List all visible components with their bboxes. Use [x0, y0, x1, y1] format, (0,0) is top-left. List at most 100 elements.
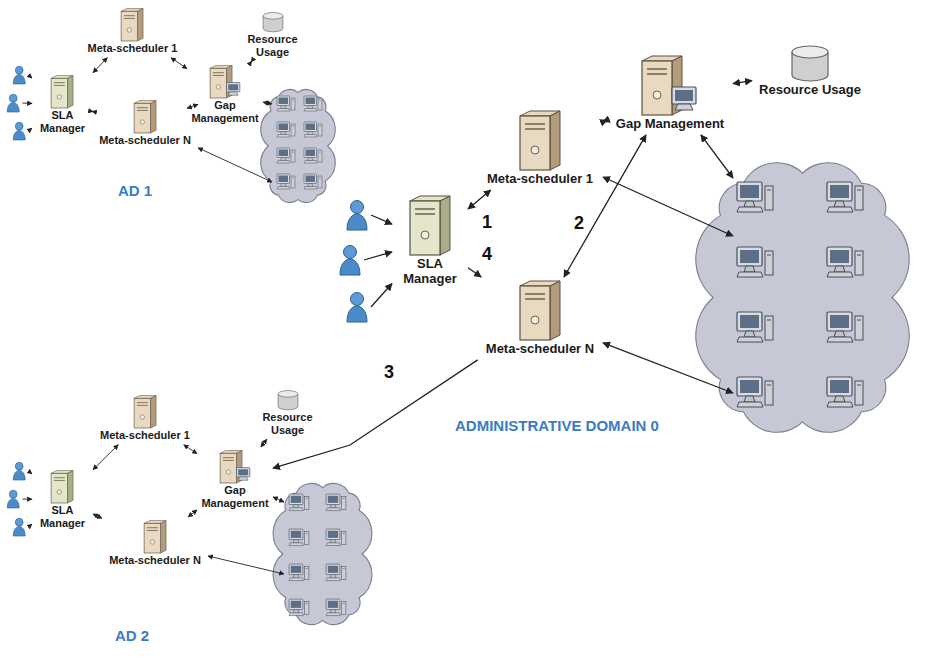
user-link: [28, 128, 32, 131]
database-node: Resource Usage: [755, 45, 865, 98]
server-icon: [209, 65, 242, 99]
user-head: [344, 246, 357, 259]
server-label: Meta-scheduler 1: [487, 172, 593, 187]
connector-arrow: [93, 58, 107, 73]
user-icon: [13, 518, 25, 536]
user-icon: [347, 293, 367, 323]
resource-cloud-shape: [261, 89, 336, 202]
computer-icon: [326, 529, 346, 546]
computer-icon: [827, 182, 863, 212]
domain-cloud: ADMINISTRATIVE DOMAIN 0SLA ManagerMeta-s…: [325, 2, 930, 502]
user-head: [15, 122, 23, 130]
computer-icon: [277, 148, 295, 163]
server-label: Meta-scheduler 1: [88, 42, 178, 55]
resource-link: [208, 556, 284, 574]
user-head: [15, 518, 23, 526]
computer-icon: [737, 182, 773, 212]
computer-icon: [827, 247, 863, 277]
connector-arrow: [184, 445, 197, 454]
server-node: Meta-scheduler 1: [85, 8, 180, 55]
computer-icon: [289, 564, 309, 581]
server-icon: [50, 75, 74, 109]
server-icon: [133, 100, 157, 134]
resource-cloud-shape: [273, 483, 372, 624]
computer-icon: [304, 174, 322, 189]
cloud-shape: [4, 367, 402, 660]
server-icon: [518, 280, 562, 342]
user-icon: [347, 201, 367, 231]
server-icon: [143, 520, 167, 554]
server-label: SLA Manager: [35, 109, 90, 134]
connector-arrow: [733, 81, 752, 84]
server-icon: [518, 110, 562, 172]
computer-icon: [827, 377, 863, 407]
callout-number: 1: [482, 212, 492, 233]
callout-number: 4: [482, 244, 492, 265]
user-body: [13, 74, 25, 84]
computer-icon: [277, 122, 295, 137]
user-icon: [13, 122, 25, 140]
server-icon: [50, 470, 74, 504]
database-icon: [262, 12, 284, 33]
connector-arrow: [93, 514, 102, 518]
database-icon: [277, 390, 299, 411]
callout-number: 2: [574, 213, 584, 234]
server-icon: [219, 450, 252, 484]
domain-cloud: AD 2SLA ManagerMeta-scheduler 1Gap Manag…: [0, 375, 405, 660]
server-label: Meta-scheduler 1: [100, 429, 190, 442]
computer-icon: [289, 494, 309, 511]
database-node: Resource Usage: [255, 390, 320, 436]
resource-link: [603, 343, 733, 393]
server-label: Gap Management: [190, 99, 260, 124]
domain-label: AD 1: [118, 182, 152, 199]
computer-icon: [304, 148, 322, 163]
resource-link: [198, 148, 272, 182]
user-body: [7, 498, 19, 508]
resource-cloud: [261, 89, 336, 202]
server-node: Meta-scheduler N: [105, 520, 205, 567]
user-body: [13, 526, 25, 536]
user-link: [22, 103, 32, 104]
resource-link: [273, 497, 284, 502]
user-icon: [13, 462, 25, 480]
server-label: Gap Management: [616, 117, 724, 132]
user-body: [347, 214, 367, 230]
user-link: [364, 252, 392, 260]
computer-icon: [737, 377, 773, 407]
server-node: SLA Manager: [395, 195, 465, 287]
database-icon: [790, 45, 830, 83]
server-node: Meta-scheduler 1: [480, 110, 600, 187]
server-label: Meta-scheduler N: [109, 554, 201, 567]
server-label: Resource Usage: [759, 83, 861, 98]
computer-icon: [326, 599, 346, 616]
user-link: [22, 499, 32, 500]
computer-icon: [304, 96, 322, 111]
resource-cloud: [273, 483, 372, 624]
server-label: SLA Manager: [395, 257, 465, 287]
cloud-shape: [0, 0, 336, 237]
user-link: [371, 284, 392, 308]
user-link: [28, 471, 32, 474]
server-node: Meta-scheduler 1: [95, 395, 195, 442]
computer-icon: [737, 312, 773, 342]
server-node: Meta-scheduler N: [95, 100, 195, 147]
server-icon: [133, 395, 157, 429]
server-node: SLA Manager: [35, 75, 90, 134]
resource-cloud-shape: [696, 163, 909, 433]
connector-arrow: [92, 111, 93, 112]
server-node: Gap Management: [190, 65, 260, 124]
connector-arrow: [468, 190, 491, 209]
server-label: Gap Management: [200, 484, 270, 509]
server-label: SLA Manager: [35, 504, 90, 529]
user-link: [28, 75, 32, 78]
computer-icon: [277, 96, 295, 111]
resource-link: [701, 135, 733, 178]
user-link: [28, 524, 32, 527]
computer-icon: [277, 174, 295, 189]
server-label: Resource Usage: [255, 411, 320, 436]
user-body: [7, 102, 19, 112]
user-link: [371, 215, 392, 224]
user-head: [15, 66, 23, 74]
server-node: Gap Management: [200, 450, 270, 509]
